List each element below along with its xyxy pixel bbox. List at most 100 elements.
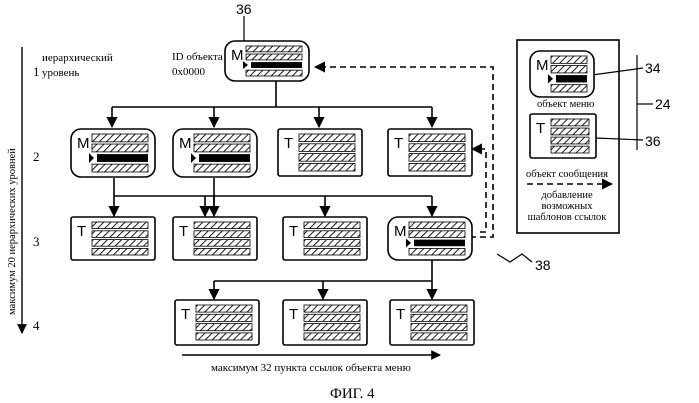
text-bar — [194, 144, 250, 152]
text-bar — [411, 333, 467, 340]
level-4-number: 4 — [33, 318, 40, 333]
legend-menu-object-label: объект меню — [537, 99, 595, 110]
text-bar — [246, 54, 302, 60]
selected-link-bar — [251, 62, 302, 68]
legend-message-object-label: объект сообщения — [526, 169, 608, 180]
width-axis-label: максимум 32 пункта ссылок объекта меню — [211, 362, 411, 374]
node-letter: M — [231, 47, 244, 64]
text-bar — [196, 305, 252, 312]
text-bar — [551, 56, 587, 63]
text-bar — [194, 248, 250, 255]
object-id-label: ID объекта0x0000 — [172, 51, 223, 78]
ref-leader-38 — [497, 254, 532, 262]
legend-message-node: T — [530, 114, 596, 158]
node-letter: T — [289, 223, 298, 240]
text-bar — [194, 222, 250, 229]
level2-menu-node-1: M — [71, 129, 155, 177]
text-bar — [409, 154, 465, 162]
dashed-link-to-level2 — [472, 149, 486, 232]
level2-message-node-2: T — [388, 129, 472, 176]
node-letter: T — [284, 135, 293, 152]
level2-menu-node-2: M — [173, 129, 257, 177]
text-bar — [196, 333, 252, 340]
node-letter: T — [394, 135, 403, 152]
text-bar — [551, 85, 587, 92]
selected-link-bar — [556, 75, 587, 82]
text-bar — [196, 314, 252, 321]
level3-message-node-2: T — [173, 217, 257, 260]
node-letter: M — [179, 135, 192, 152]
text-bar — [92, 164, 148, 172]
text-bar — [409, 231, 465, 238]
text-bar — [304, 333, 360, 340]
text-bar — [299, 154, 355, 162]
ref-36-top: 36 — [236, 1, 252, 17]
hierarchy-label: иерархическийуровень — [42, 52, 113, 79]
text-bar — [92, 134, 148, 142]
root-menu-node: M — [225, 41, 309, 81]
text-bar — [246, 46, 302, 52]
text-bar — [411, 305, 467, 312]
figure-caption: ФИГ. 4 — [330, 386, 375, 402]
node-letter: T — [77, 223, 86, 240]
node-letter: T — [179, 223, 188, 240]
text-bar — [92, 248, 148, 255]
text-bar — [92, 222, 148, 229]
text-bar — [551, 119, 589, 126]
text-bar — [304, 231, 360, 238]
ref-36-legend: 36 — [645, 133, 661, 149]
level4-message-node-1: T — [175, 300, 259, 345]
level3-message-node-1: T — [71, 217, 155, 260]
text-bar — [409, 222, 465, 229]
text-bar — [196, 324, 252, 331]
text-bar — [304, 240, 360, 247]
text-bar — [304, 248, 360, 255]
ref-24: 24 — [655, 96, 671, 112]
text-bar — [551, 128, 589, 135]
text-bar — [194, 240, 250, 247]
text-bar — [194, 134, 250, 142]
ref-38: 38 — [535, 257, 551, 273]
level-2-number: 2 — [33, 149, 40, 164]
node-letter: M — [536, 57, 549, 74]
level2-message-node-1: T — [278, 129, 362, 176]
legend-menu-node: M — [530, 51, 594, 97]
text-bar — [304, 222, 360, 229]
node-letter: M — [77, 135, 90, 152]
level4-message-node-2: T — [283, 300, 367, 345]
selected-link-bar — [199, 154, 250, 162]
node-letter: M — [394, 223, 407, 240]
text-bar — [409, 163, 465, 171]
ref-34: 34 — [645, 60, 661, 76]
text-bar — [299, 144, 355, 152]
text-bar — [92, 231, 148, 238]
level3-menu-node: M — [388, 217, 472, 260]
level-3-number: 3 — [33, 234, 40, 249]
text-bar — [411, 314, 467, 321]
selected-link-bar — [414, 240, 465, 247]
selected-link-bar — [97, 154, 148, 162]
level-1-number: 1 — [33, 64, 40, 79]
text-bar — [409, 144, 465, 152]
text-bar — [194, 231, 250, 238]
text-bar — [551, 66, 587, 73]
text-bar — [194, 164, 250, 172]
text-bar — [409, 248, 465, 255]
level-axis-title: максимум 20 иерархических уровней — [7, 148, 18, 315]
node-letter: T — [181, 306, 190, 323]
text-bar — [411, 324, 467, 331]
text-bar — [304, 305, 360, 312]
text-bar — [299, 134, 355, 142]
node-letter: T — [289, 306, 298, 323]
text-bar — [299, 163, 355, 171]
text-bar — [92, 144, 148, 152]
text-bar — [246, 70, 302, 76]
text-bar — [409, 134, 465, 142]
level4-message-node-3: T — [390, 300, 474, 345]
text-bar — [304, 324, 360, 331]
text-bar — [304, 314, 360, 321]
text-bar — [551, 137, 589, 144]
level3-message-node-3: T — [283, 217, 367, 260]
node-letter: T — [396, 306, 405, 323]
